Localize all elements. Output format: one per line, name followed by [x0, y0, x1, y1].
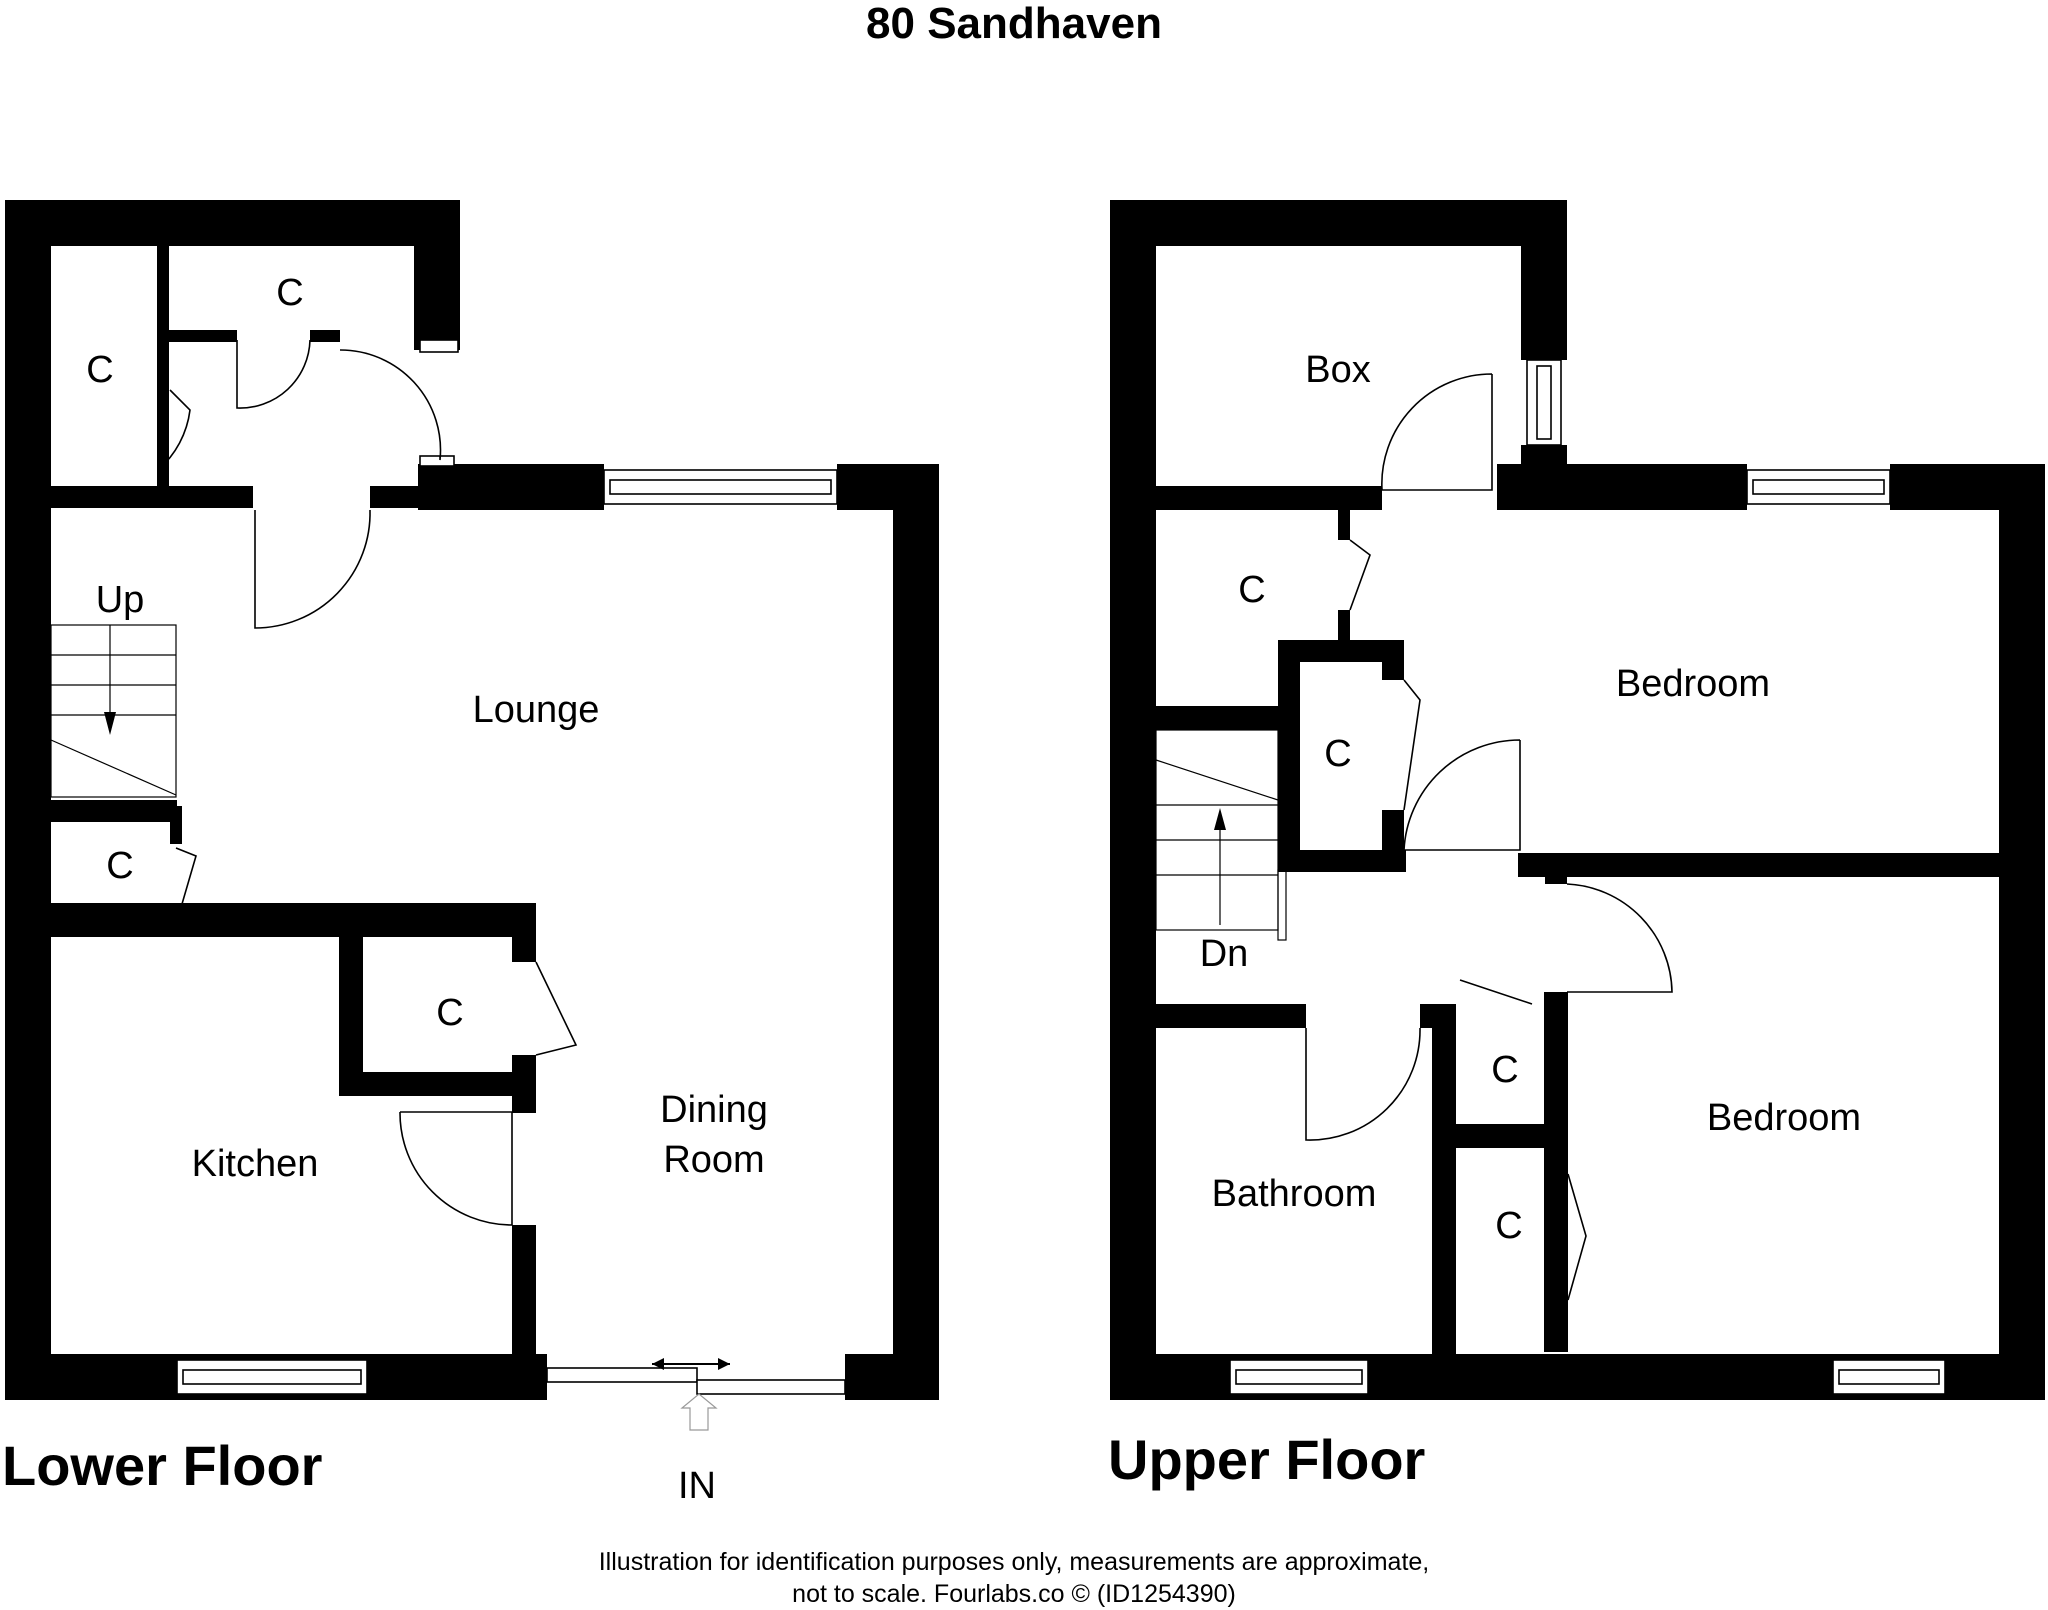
- stairs-down-label: Dn: [1200, 933, 1249, 975]
- stairs-up-label: Up: [96, 579, 145, 621]
- lower-c-2: C: [86, 349, 113, 391]
- bedroom-2-label: Bedroom: [1707, 1097, 1861, 1139]
- lounge-label: Lounge: [473, 689, 600, 731]
- dining-label-line1: Dining: [660, 1089, 768, 1131]
- disclaimer-line-2: not to scale. Fourlabs.co © (ID1254390): [792, 1580, 1236, 1608]
- dining-label-line2: Room: [663, 1139, 764, 1181]
- bathroom-label: Bathroom: [1212, 1173, 1377, 1215]
- box-room-label: Box: [1305, 349, 1370, 391]
- upper-floor-label: Upper Floor: [1108, 1428, 1426, 1491]
- disclaimer: Illustration for identification purposes…: [0, 1546, 2038, 1610]
- plan-title: 80 Sandhaven: [866, 0, 1162, 48]
- upper-c-3: C: [1491, 1049, 1518, 1091]
- lower-floor-label: Lower Floor: [2, 1434, 323, 1497]
- bedroom-1-label: Bedroom: [1616, 663, 1770, 705]
- lower-c-1: C: [276, 272, 303, 314]
- disclaimer-line-1: Illustration for identification purposes…: [598, 1548, 1430, 1576]
- upper-c-4: C: [1495, 1205, 1522, 1247]
- upper-floor-plan: Box C Bedroom C Dn C Bedroom Bathroom C: [1110, 200, 2045, 1400]
- lower-c-3: C: [106, 845, 133, 887]
- upper-c-2: C: [1324, 733, 1351, 775]
- lower-c-4: C: [436, 992, 463, 1034]
- kitchen-label: Kitchen: [192, 1143, 319, 1185]
- lower-floor-plan: C C Up Lounge C C Kitchen Dining Room IN: [5, 200, 939, 1507]
- entrance-label: IN: [678, 1465, 716, 1507]
- upper-c-1: C: [1238, 569, 1265, 611]
